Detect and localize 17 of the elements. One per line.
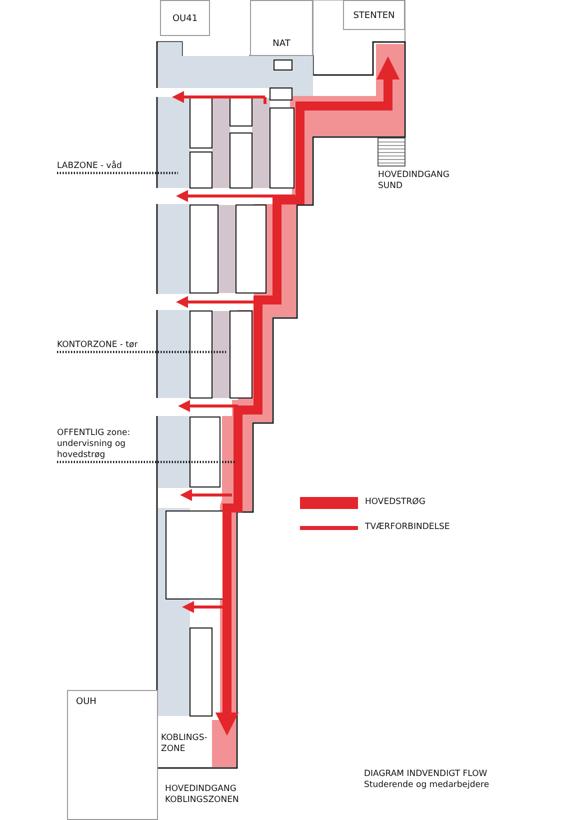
leader-line <box>57 460 236 464</box>
zone-label: KONTORZONE - tør <box>57 340 138 351</box>
building-label: NAT <box>250 0 313 56</box>
building-label: OUH <box>67 690 158 820</box>
entrance-label: HOVEDINDGANG SUND <box>378 170 450 192</box>
entrance-label: HOVEDINDGANG KOBLINGSZONEN <box>165 784 240 806</box>
diagram-title: DIAGRAM INDVENDIGT FLOW <box>364 769 488 780</box>
zone-label: LABZONE - våd <box>57 161 122 172</box>
leader-line <box>57 350 226 354</box>
legend-label: HOVEDSTRØG <box>365 497 426 508</box>
building-label: OU41 <box>160 0 210 36</box>
leader-line <box>57 172 178 174</box>
diagram-caption: Studerende og medarbejdere <box>364 780 490 791</box>
legend-label: TVÆRFORBINDELSE <box>365 522 450 533</box>
building-label: STENTEN <box>343 0 405 30</box>
zone-label: OFFENTLIG zone: undervisning og hovedstrøg <box>57 428 139 461</box>
zone-label: KOBLINGS- ZONE <box>161 733 208 755</box>
